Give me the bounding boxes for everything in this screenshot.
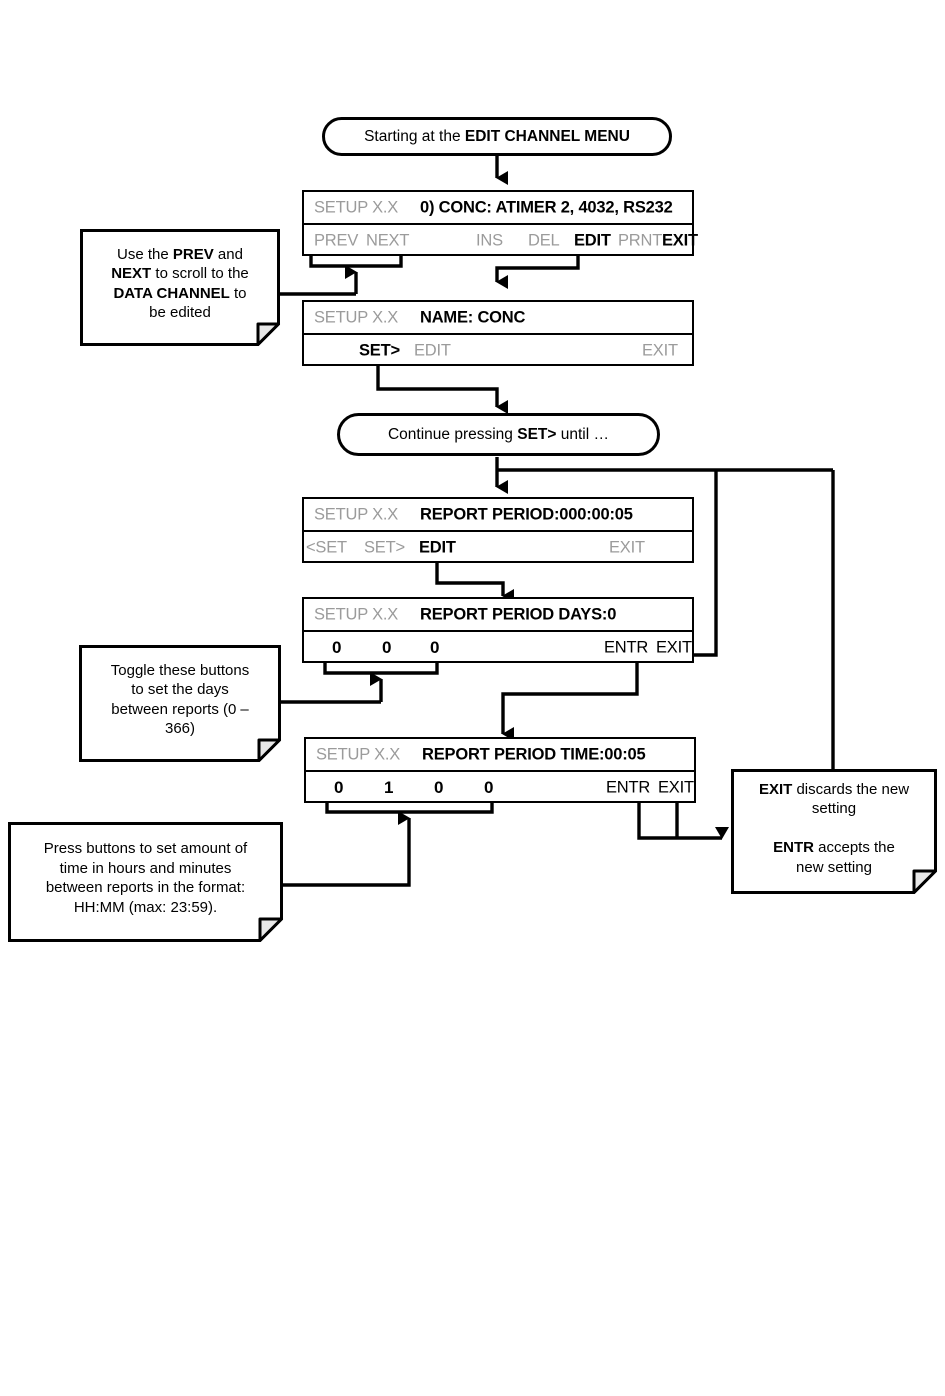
- note-prev-next-text: Use the PREV and NEXT to scroll to the D…: [80, 229, 280, 346]
- note-days: Toggle these buttons to set the days bet…: [79, 645, 281, 762]
- button-ins[interactable]: INS: [476, 231, 503, 249]
- button-next[interactable]: NEXT: [366, 231, 410, 249]
- screen-3-top-row: SETUP X.X REPORT PERIOD:000:00:05: [304, 499, 692, 530]
- terminator-continue: Continue pressing SET> until …: [337, 413, 660, 456]
- note-entr-exit-text: EXIT discards the new setting ENTR accep…: [731, 769, 937, 894]
- button-prnt[interactable]: PRNT: [618, 231, 663, 249]
- note-shape: [731, 769, 937, 894]
- screen-1-button-row: PREV NEXT INS DEL EDIT PRNT EXIT: [304, 223, 698, 256]
- note-entr-exit: EXIT discards the new setting ENTR accep…: [731, 769, 937, 894]
- note-time: Press buttons to set amount of time in h…: [8, 822, 283, 942]
- note-4-lines: EXIT discards the new setting ENTR accep…: [758, 780, 910, 876]
- screen-4-button-row: 0 0 0 ENTR EXIT: [304, 630, 692, 663]
- button-exit[interactable]: EXIT: [642, 341, 678, 359]
- days-digit-2[interactable]: 0: [382, 637, 392, 657]
- note-shape: [79, 645, 281, 762]
- button-exit[interactable]: EXIT: [609, 538, 645, 556]
- screen-1-mode-label: SETUP X.X: [314, 198, 399, 216]
- days-digit-1[interactable]: 0: [332, 637, 342, 657]
- screen-report-period-time: SETUP X.X REPORT PERIOD TIME:00:05 0 1 0…: [304, 737, 696, 803]
- screen-2-title: NAME: CONC: [420, 308, 526, 326]
- note-days-text: Toggle these buttons to set the days bet…: [79, 645, 281, 762]
- button-del[interactable]: DEL: [528, 231, 560, 249]
- button-exit[interactable]: EXIT: [658, 778, 694, 796]
- button-set-prev[interactable]: <SET: [306, 538, 347, 556]
- note-time-text: Press buttons to set amount of time in h…: [8, 822, 283, 942]
- screen-2-mode-label: SETUP X.X: [314, 308, 399, 326]
- button-prev[interactable]: PREV: [314, 231, 359, 249]
- note-prev-next: Use the PREV and NEXT to scroll to the D…: [80, 229, 280, 346]
- screen-report-period: SETUP X.X REPORT PERIOD:000:00:05 <SET S…: [302, 497, 694, 563]
- screen-5-button-row: 0 1 0 0 ENTR EXIT: [306, 770, 694, 803]
- screen-1-title: 0) CONC: ATIMER 2, 4032, RS232: [420, 198, 673, 216]
- screen-2-top-row: SETUP X.X NAME: CONC: [304, 302, 692, 333]
- note-3-lines: Press buttons to set amount of time in h…: [43, 840, 248, 916]
- button-edit[interactable]: EDIT: [414, 341, 451, 359]
- time-digit-4[interactable]: 0: [484, 777, 494, 797]
- button-exit[interactable]: EXIT: [656, 638, 692, 656]
- screen-3-mode-label: SETUP X.X: [314, 505, 399, 523]
- screen-5-top-row: SETUP X.X REPORT PERIOD TIME:00:05: [306, 739, 694, 770]
- terminator-start: Starting at the EDIT CHANNEL MENU: [322, 117, 672, 156]
- days-digit-3[interactable]: 0: [430, 637, 440, 657]
- note-1-lines: Use the PREV and NEXT to scroll to the D…: [111, 245, 249, 322]
- button-edit[interactable]: EDIT: [574, 231, 611, 249]
- note-2-lines: Toggle these buttons to set the days bet…: [110, 661, 250, 738]
- screen-3-button-row: <SET SET> EDIT EXIT: [304, 530, 692, 563]
- button-set-next[interactable]: SET>: [364, 538, 405, 556]
- terminator-continue-text: Continue pressing SET> until …: [387, 425, 609, 443]
- screen-name-conc: SETUP X.X NAME: CONC SET> EDIT EXIT: [302, 300, 694, 366]
- screen-2-button-row: SET> EDIT EXIT: [304, 333, 692, 366]
- button-set-next[interactable]: SET>: [359, 341, 400, 359]
- note-shape: [80, 229, 280, 346]
- screen-5-title: REPORT PERIOD TIME:00:05: [422, 745, 646, 763]
- button-entr[interactable]: ENTR: [606, 778, 651, 796]
- screen-3-title: REPORT PERIOD:000:00:05: [420, 505, 633, 523]
- screen-4-mode-label: SETUP X.X: [314, 605, 399, 623]
- screen-report-period-days: SETUP X.X REPORT PERIOD DAYS:0 0 0 0 ENT…: [302, 597, 694, 663]
- button-edit[interactable]: EDIT: [419, 538, 456, 556]
- time-digit-2[interactable]: 1: [384, 777, 394, 797]
- screen-edit-channel-menu: SETUP X.X 0) CONC: ATIMER 2, 4032, RS232…: [302, 190, 698, 256]
- button-exit[interactable]: EXIT: [662, 231, 698, 249]
- time-digit-1[interactable]: 0: [334, 777, 344, 797]
- button-entr[interactable]: ENTR: [604, 638, 649, 656]
- screen-1-top-row: SETUP X.X 0) CONC: ATIMER 2, 4032, RS232: [304, 192, 692, 223]
- note-shape: [8, 822, 283, 942]
- screen-4-title: REPORT PERIOD DAYS:0: [420, 605, 617, 623]
- screen-5-mode-label: SETUP X.X: [316, 745, 401, 763]
- time-digit-3[interactable]: 0: [434, 777, 444, 797]
- screen-4-top-row: SETUP X.X REPORT PERIOD DAYS:0: [304, 599, 692, 630]
- terminator-start-text: Starting at the EDIT CHANNEL MENU: [364, 127, 630, 145]
